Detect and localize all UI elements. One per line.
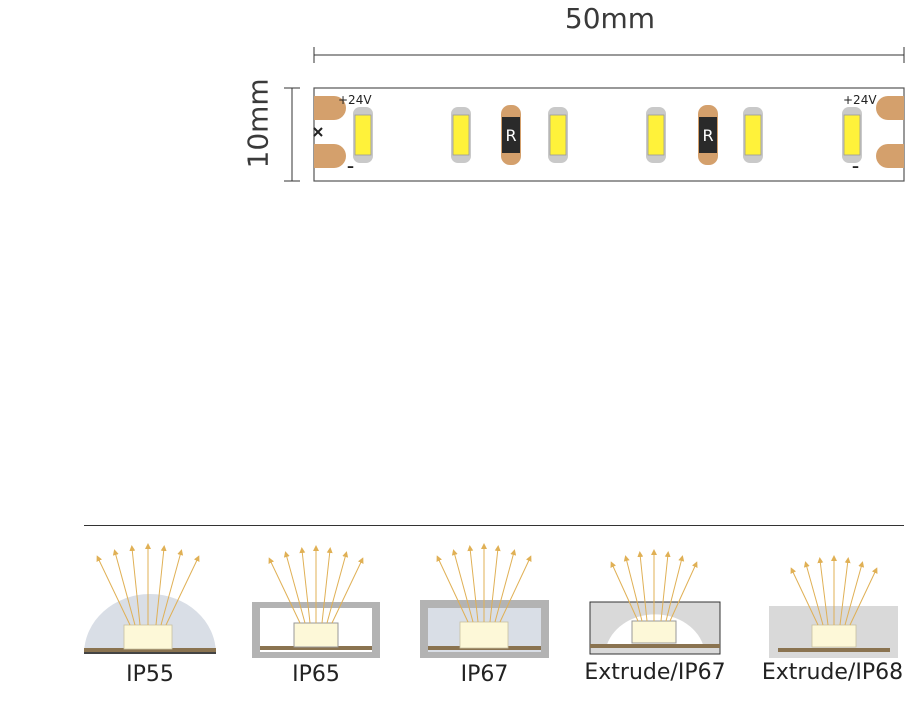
caption-ip55: IP55 <box>126 662 174 687</box>
led-chip <box>743 107 763 163</box>
led-chip <box>842 107 862 163</box>
extrude-ip68-illustration <box>769 555 898 658</box>
right-solder-pads <box>876 96 904 168</box>
caption-extrude-ip67: Extrude/IP67 <box>584 660 726 685</box>
protection-types-diagram <box>84 543 898 658</box>
led-chip <box>451 107 471 163</box>
led-chip <box>646 107 666 163</box>
left-solder-pads <box>314 96 346 168</box>
light-rays <box>790 555 878 626</box>
light-rays <box>610 549 698 622</box>
led-chips <box>353 107 862 163</box>
section-divider <box>84 525 904 526</box>
voltage-label-left: +24V <box>338 93 372 107</box>
light-rays <box>436 543 532 623</box>
resistor-1: R <box>501 105 521 165</box>
left-cut-mark <box>313 127 323 137</box>
voltage-label-right: +24V <box>843 93 877 107</box>
led-chip <box>353 107 373 163</box>
light-rays <box>268 545 364 624</box>
caption-ip65: IP65 <box>292 662 340 687</box>
resistor-label: R <box>702 126 713 145</box>
minus-label-left: – <box>347 159 354 175</box>
led-strip-diagram: +24V +24V – – R R <box>284 47 905 182</box>
caption-ip67: IP67 <box>460 662 509 687</box>
width-dimension-label: 50mm <box>564 2 656 35</box>
ip55-illustration <box>84 543 216 654</box>
height-dimension-line <box>284 87 300 182</box>
light-rays <box>96 543 200 626</box>
ip67-illustration <box>420 543 549 658</box>
ip65-illustration <box>252 545 380 658</box>
led-chip <box>548 107 568 163</box>
minus-label-right: – <box>852 159 859 175</box>
resistor-label: R <box>505 126 516 145</box>
caption-extrude-ip68: Extrude/IP68 <box>761 660 904 685</box>
resistor-2: R <box>698 105 718 165</box>
width-dimension-line <box>313 47 905 63</box>
strip-body <box>313 87 905 182</box>
extrude-ip67-illustration <box>589 549 721 655</box>
